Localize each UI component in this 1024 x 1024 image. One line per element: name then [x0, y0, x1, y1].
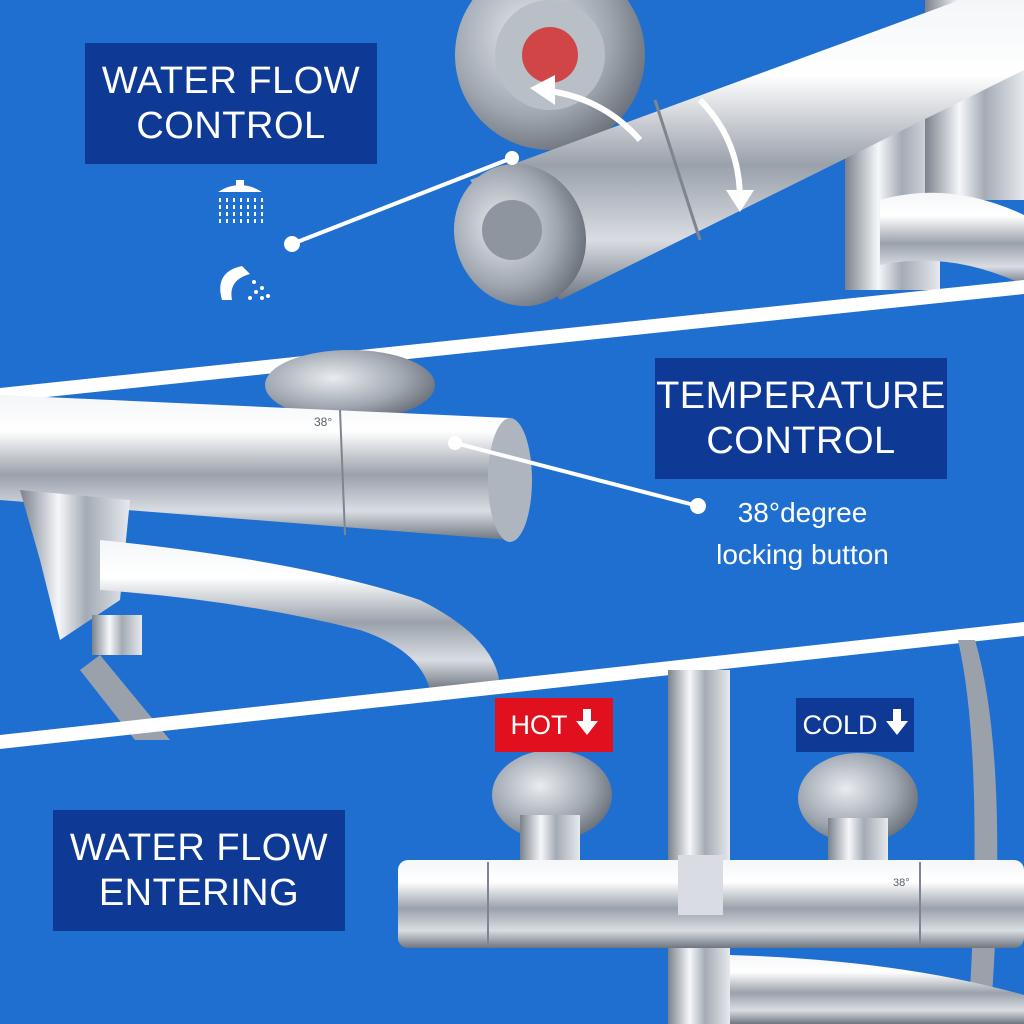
water-flow-control-title: WATER FLOW CONTROL	[85, 43, 377, 164]
temperature-control-title: TEMPERATURE CONTROL	[655, 358, 947, 479]
hand-shower-icon	[220, 266, 270, 300]
divider-top	[0, 280, 1024, 402]
note-line-1: 38°degree	[737, 497, 868, 528]
middle-valve-photo: 38°	[0, 350, 706, 740]
down-arrow-icon	[885, 708, 908, 742]
hot-tag: HOT	[495, 698, 613, 752]
hot-label: HOT	[510, 709, 568, 740]
water-flow-entering-title: WATER FLOW ENTERING	[53, 810, 345, 931]
down-arrow-icon	[575, 708, 598, 742]
top-valve-photo	[284, 0, 1024, 307]
bottom-valve-photo: 38°	[398, 640, 1024, 1024]
cold-tag: COLD	[796, 698, 914, 752]
svg-text:38°: 38°	[893, 877, 910, 889]
cold-label: COLD	[802, 709, 878, 740]
locking-button-note: 38°degree locking button	[700, 492, 905, 576]
rain-shower-icon	[218, 180, 263, 226]
divider-bottom	[0, 622, 1024, 749]
note-line-2: locking button	[716, 539, 889, 570]
svg-text:38°: 38°	[314, 415, 332, 429]
